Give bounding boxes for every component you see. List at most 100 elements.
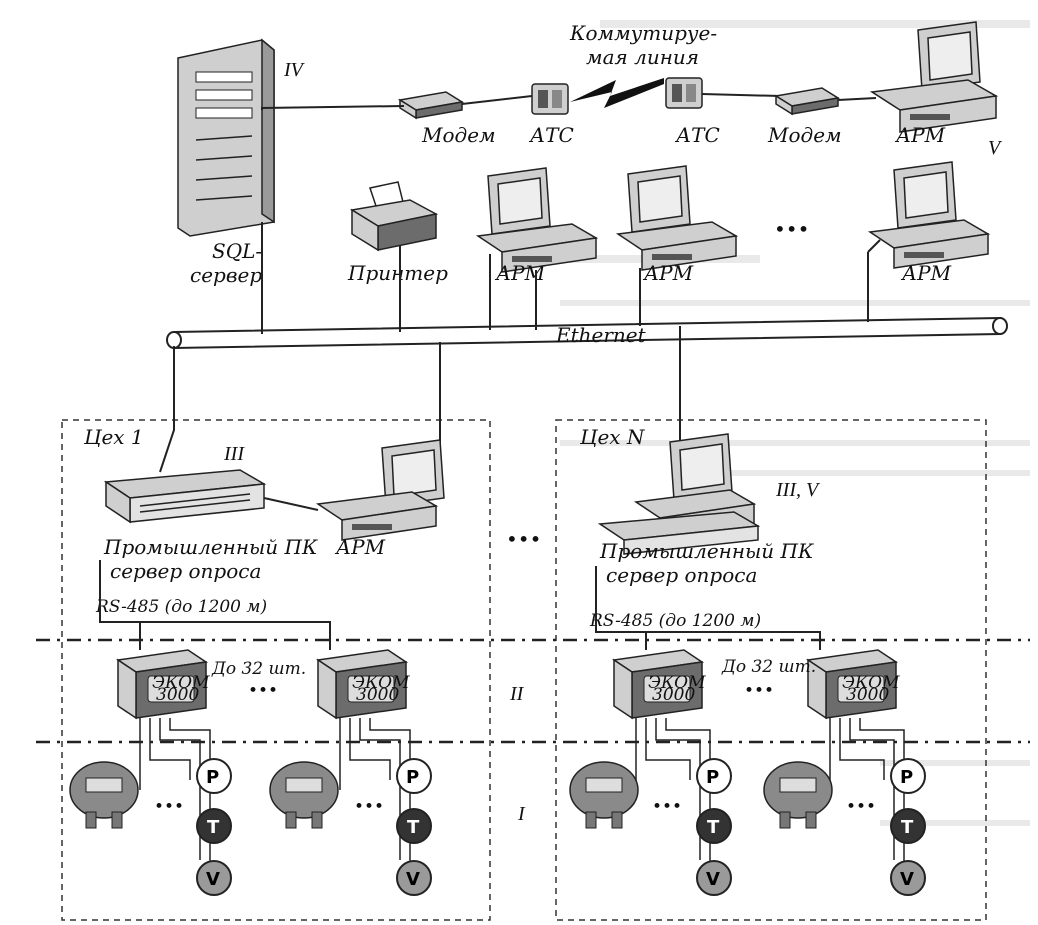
switched-line-label-2: мая линия [586,45,699,69]
industrial-pc-1-label-1: Промышленный ПК [103,535,318,559]
arm-2-icon [615,165,739,271]
sql-server-label-1: SQL- [212,239,262,263]
pressure-sensor-icon [196,758,232,794]
level-iii-v-label: III, V [775,479,821,501]
ats-right-label: АТС [674,123,720,147]
switched-line-bolt [570,78,664,108]
sensor-t-label: T [707,817,720,838]
ekom-controller-4: ЭКОМ 3000 [805,649,900,720]
ats-left-icon [531,83,569,115]
ethernet-label: Ethernet [555,323,647,347]
sensor-ellipsis: ••• [354,797,384,817]
sensor-v-label: V [206,869,220,890]
remote-arm-label: АРМ [894,123,946,147]
ekom-1-model: 3000 [156,685,199,705]
temperature-sensor-icon [696,808,732,844]
sensor-p-label: P [406,767,419,788]
ekom-3-model: 3000 [652,685,695,705]
sql-server-icon [177,38,275,237]
modem-right-label: Модем [767,123,842,147]
sensor-group-1: ••• P T V [69,758,232,896]
temperature-sensor-icon [890,808,926,844]
volume-sensor-icon [890,860,926,896]
ats-right-icon [665,77,703,109]
arm-1-label: АРМ [494,261,546,285]
flowmeter-icon [569,761,639,829]
level-iv-label: IV [283,59,306,81]
volume-sensor-icon [196,860,232,896]
shop-1-arm-icon [315,439,445,541]
sensor-ellipsis: ••• [154,797,184,817]
modem-right-icon [773,87,841,116]
up-to-32-left-label: До 32 шт. [211,659,306,679]
sensor-p-label: P [706,767,719,788]
ekom-ellipsis-1: ••• [248,681,278,701]
level-ii-label: II [509,683,525,705]
flowmeter-icon [69,761,139,829]
rs485-n-label: RS-485 (до 1200 м) [589,611,761,631]
sensor-t-label: T [207,817,220,838]
remote-arm-icon [869,21,999,133]
ekom-2-model: 3000 [356,685,399,705]
sensor-v-label: V [406,869,420,890]
shop-ellipsis: ••• [506,527,541,551]
shop-1-boundary [61,419,491,921]
industrial-pc-n-label-2: сервер опроса [606,563,757,587]
level-iii-label: III [223,443,245,465]
ekom-ellipsis-2: ••• [744,681,774,701]
flowmeter-icon [269,761,339,829]
shop-1-label: Цех 1 [83,425,144,449]
level-i-label: I [517,803,526,825]
arm-2-label: АРМ [642,261,694,285]
temperature-sensor-icon [396,808,432,844]
sensor-v-label: V [900,869,914,890]
arm-3-icon [867,161,991,269]
sensor-t-label: T [901,817,914,838]
ekom-1-name: ЭКОМ [152,673,210,693]
temperature-sensor-icon [196,808,232,844]
ats-left-label: АТС [528,123,574,147]
ekom-3-name: ЭКОМ [648,673,706,693]
rs485-1-label: RS-485 (до 1200 м) [95,597,267,617]
modem-left-label: Модем [421,123,496,147]
sensor-t-label: T [407,817,420,838]
level-v-label: V [988,137,1003,159]
pressure-sensor-icon [696,758,732,794]
modem-left-icon [397,91,465,120]
volume-sensor-icon [396,860,432,896]
industrial-pc-n-label-1: Промышленный ПК [599,539,814,563]
shop-n-boundary [555,419,987,921]
switched-line-label-1: Коммутируе- [569,21,717,45]
flowmeter-icon [763,761,833,829]
printer-icon [349,181,439,252]
industrial-pc-1-label-2: сервер опроса [110,559,261,583]
shop-n-label: Цех N [579,425,646,449]
sensor-ellipsis: ••• [846,797,876,817]
arm-3-label: АРМ [900,261,952,285]
sensor-v-label: V [706,869,720,890]
arm-ellipsis: ••• [774,217,809,241]
ekom-controller-3: ЭКОМ 3000 [611,649,706,720]
ekom-controller-1: ЭКОМ 3000 [115,649,210,720]
ekom-4-model: 3000 [846,685,889,705]
industrial-pc-n-icon [597,511,761,555]
ethernet-bus [166,316,1008,350]
up-to-32-right-label: До 32 шт. [721,657,816,677]
sensor-group-2: ••• P T V [269,758,432,896]
sensor-p-label: P [206,767,219,788]
ekom-2-name: ЭКОМ [352,673,410,693]
sensor-group-4: ••• P T V [763,758,926,896]
pressure-sensor-icon [396,758,432,794]
industrial-pc-1-icon [103,469,267,524]
shop-1-arm-label: АРМ [334,535,386,559]
printer-label: Принтер [347,261,448,285]
ekom-4-name: ЭКОМ [842,673,900,693]
pressure-sensor-icon [890,758,926,794]
ekom-controller-2: ЭКОМ 3000 [315,649,410,720]
volume-sensor-icon [696,860,732,896]
sensor-group-3: ••• P T V [569,758,732,896]
arm-1-icon [475,167,599,273]
sensor-ellipsis: ••• [652,797,682,817]
sql-server-label-2: сервер [190,263,262,287]
